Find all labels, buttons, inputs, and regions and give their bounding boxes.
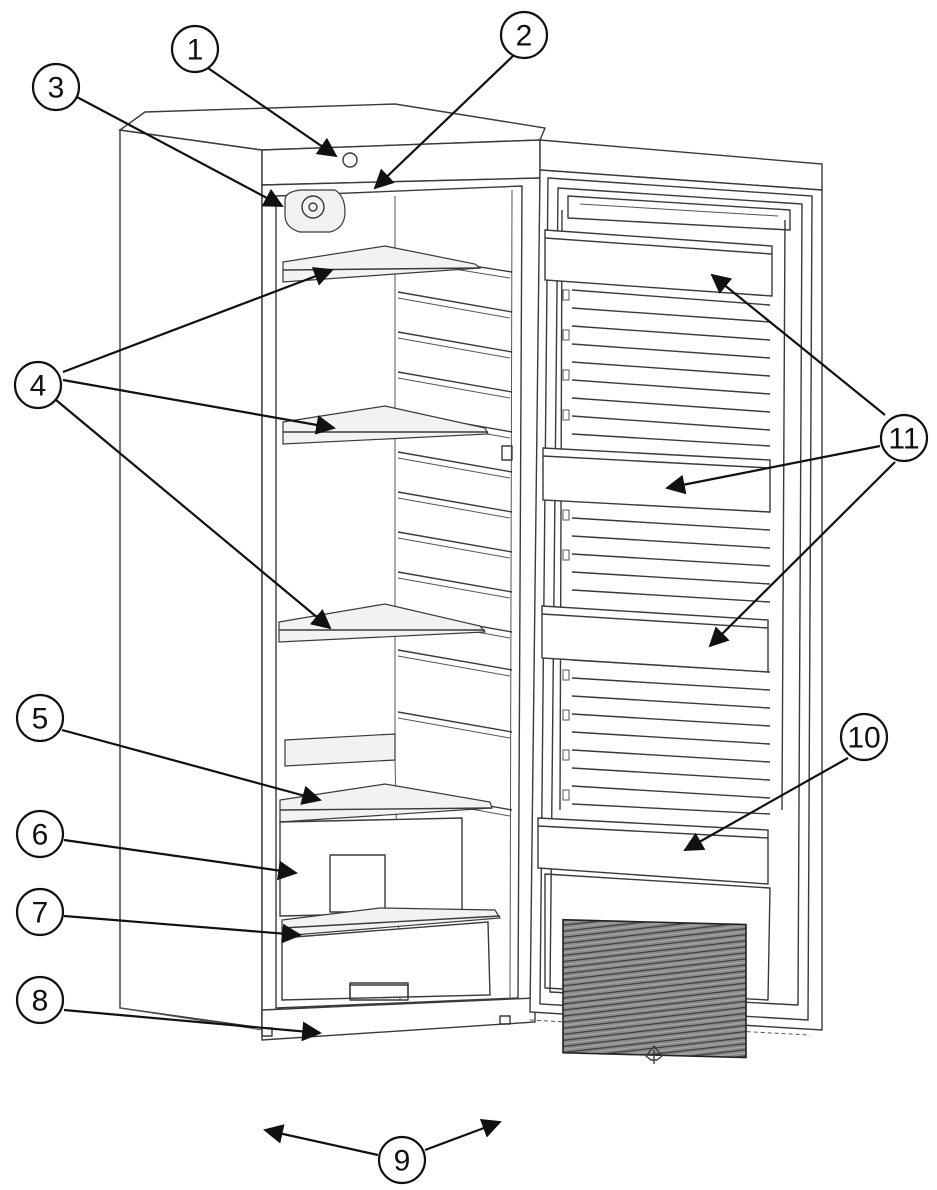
callout-8: 8 <box>15 975 65 1025</box>
crisper-cover <box>279 733 493 823</box>
door-ribs <box>559 209 786 815</box>
callout-11: 11 <box>879 413 929 463</box>
door <box>529 139 823 1064</box>
callout-4: 4 <box>13 360 63 410</box>
crisper-drawer-lower <box>281 921 491 1001</box>
light-housing <box>284 189 346 233</box>
foot-right <box>499 1015 511 1025</box>
callout-label: 1 <box>187 34 204 67</box>
cabinet-left-side <box>119 129 263 1029</box>
callout-5: 5 <box>15 693 65 743</box>
callout-label: 2 <box>516 20 533 53</box>
callout-label: 10 <box>847 722 880 755</box>
callout-10: 10 <box>839 712 889 762</box>
callout-label: 4 <box>30 370 47 403</box>
callout-label: 7 <box>32 897 49 930</box>
vent-grille <box>562 918 747 1059</box>
snowflake-icon <box>645 1045 663 1064</box>
callout-3: 3 <box>31 62 81 112</box>
callout-label: 11 <box>888 423 919 456</box>
thermostat-knob <box>342 152 358 168</box>
callout-label: 6 <box>32 819 49 852</box>
shelf-support-ribs <box>397 253 513 817</box>
door-gasket <box>549 187 803 1006</box>
callout-9: 9 <box>377 1135 427 1185</box>
callout-6: 6 <box>15 809 65 859</box>
callout-label: 9 <box>394 1145 411 1178</box>
callout-label: 5 <box>32 703 49 736</box>
callout-1: 1 <box>170 24 220 74</box>
crisper-drawer-upper <box>279 817 463 917</box>
callout-7: 7 <box>15 887 65 937</box>
leader-arrows <box>55 55 896 1157</box>
cabinet <box>118 103 546 1041</box>
callout-2: 2 <box>499 10 549 60</box>
callout-label: 3 <box>48 72 65 105</box>
door-bins <box>541 229 773 673</box>
callout-label: 8 <box>32 985 49 1018</box>
door-inner-panel <box>539 177 813 1021</box>
